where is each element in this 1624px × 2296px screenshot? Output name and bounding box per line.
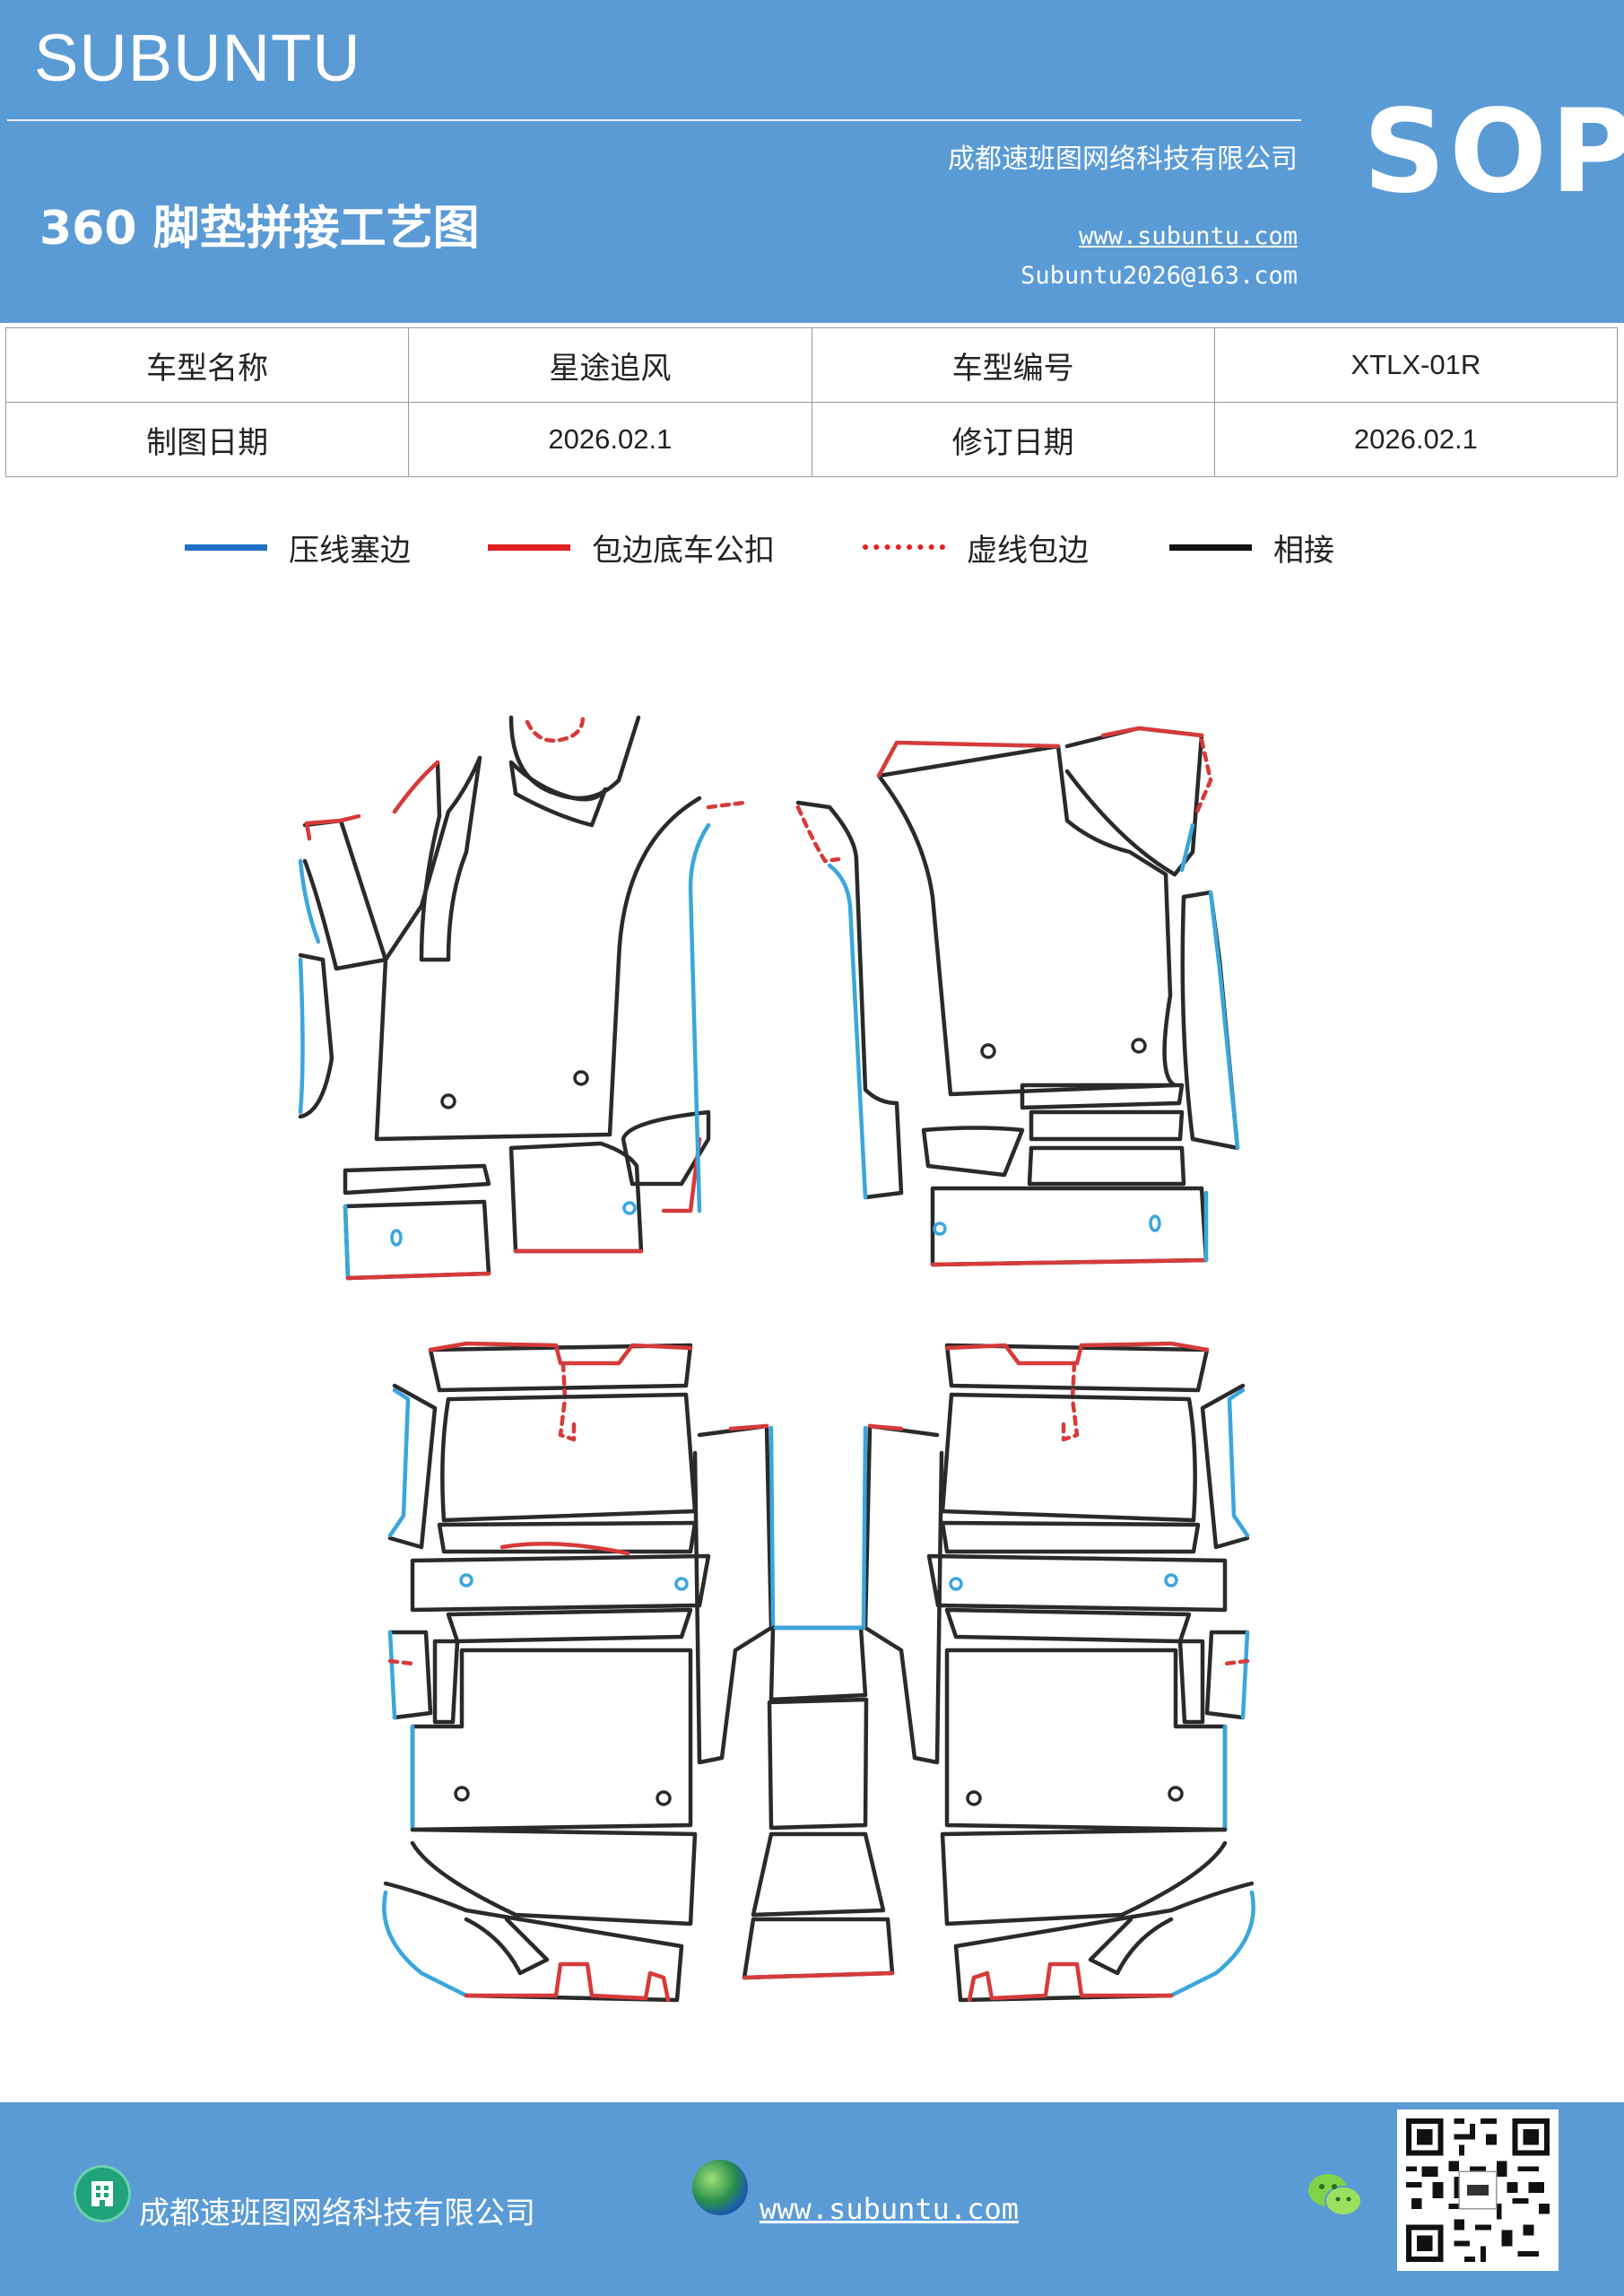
- legend-label: 包边底车公扣: [592, 532, 775, 569]
- legend-label: 虚线包边: [967, 532, 1089, 569]
- sop-badge: SOP: [1363, 85, 1624, 219]
- black-line-swatch: [1169, 544, 1252, 551]
- page-title: 360 脚垫拼接工艺图: [39, 202, 480, 256]
- info-table: 车型名称 星途追风 车型编号 XTLX-01R 制图日期 2026.02.1 修…: [4, 327, 1619, 477]
- front-right-mat: [795, 726, 1240, 1267]
- value-draw-date: 2026.02.1: [408, 402, 812, 477]
- legend-item-edge-clip: 包边底车公扣: [488, 525, 775, 570]
- rear-right-mat: [926, 1341, 1255, 2003]
- header-company: 成都速班图网络科技有限公司: [948, 144, 1298, 175]
- floor-mat-diagram: [298, 715, 1255, 2003]
- brand-name: SUBUNTU: [34, 21, 361, 95]
- legend-label: 压线塞边: [289, 532, 411, 569]
- center-tunnel-mat: [692, 1423, 944, 1980]
- label-model-code: 车型编号: [811, 327, 1215, 403]
- header-email: Subuntu2026@163.com: [1020, 262, 1298, 290]
- value-model-code: XTLX-01R: [1213, 327, 1619, 403]
- blue-line-swatch: [185, 544, 267, 551]
- building-icon: [74, 2165, 131, 2222]
- label-draw-date: 制图日期: [4, 402, 410, 477]
- legend-item-dotted-edge: 虚线包边: [863, 525, 1089, 570]
- legend-label: 相接: [1273, 532, 1334, 569]
- header-banner: [0, 0, 1624, 323]
- globe-icon: [692, 2160, 748, 2215]
- label-revise-date: 修订日期: [811, 402, 1215, 477]
- header-url-link[interactable]: www.subuntu.com: [1079, 222, 1298, 250]
- rear-left-mat: [382, 1341, 711, 2003]
- legend-item-press-line: 压线塞边: [185, 525, 411, 570]
- value-revise-date: 2026.02.1: [1213, 402, 1619, 477]
- red-line-swatch: [488, 544, 570, 551]
- value-model-name: 星途追风: [408, 327, 812, 403]
- wechat-icon[interactable]: [1306, 2169, 1365, 2222]
- table-row: 制图日期 2026.02.1 修订日期 2026.02.1: [4, 402, 1619, 477]
- footer-url-link[interactable]: www.subuntu.com: [760, 2192, 1019, 2226]
- qr-code: [1397, 2109, 1559, 2271]
- label-model-name: 车型名称: [4, 327, 410, 403]
- legend-item-joined: 相接: [1169, 525, 1334, 570]
- footer-company: 成都速班图网络科技有限公司: [139, 2196, 535, 2231]
- front-left-mat: [298, 715, 747, 1281]
- table-row: 车型名称 星途追风 车型编号 XTLX-01R: [4, 327, 1619, 403]
- legend: 压线塞边 包边底车公扣 虚线包边 相接: [0, 525, 1624, 570]
- header-divider: [7, 119, 1301, 121]
- red-dotted-swatch: [863, 544, 945, 550]
